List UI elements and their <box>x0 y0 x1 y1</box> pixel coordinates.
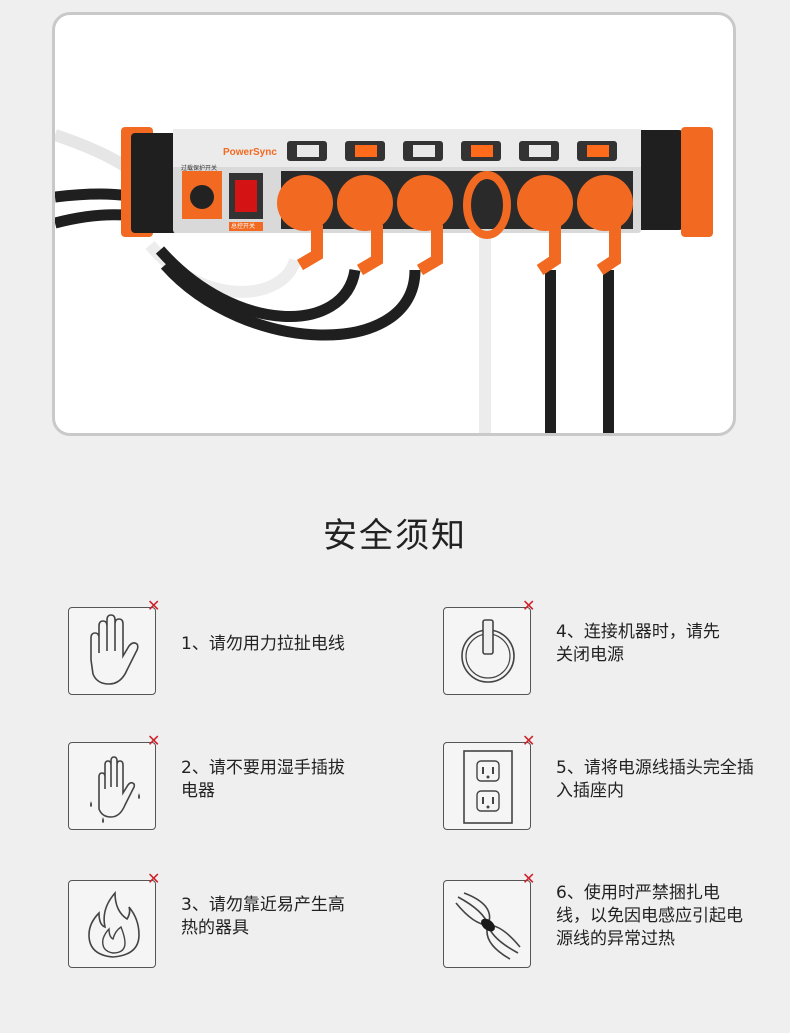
safety-tip-2: ✕ 2、请不要用湿手插拔电器 <box>68 733 408 834</box>
prohibited-mark: ✕ <box>522 731 536 750</box>
prohibited-mark: ✕ <box>522 869 536 888</box>
overload-switch-label: 过载保护开关 <box>181 164 217 172</box>
tip-text: 4、连接机器时，请先关闭电源 <box>556 622 720 665</box>
master-switch-label: 总控开关 <box>231 222 255 230</box>
safety-tip-3: ✕ 3、请勿靠近易产生高热的器具 <box>68 871 408 972</box>
flame-icon <box>68 880 156 968</box>
power-strip-illustration: PowerSync 过载保护开关 总控开关 <box>55 127 713 433</box>
safety-tip-5: ✕ 5、请将电源线插头完全插入插座内 <box>443 733 783 834</box>
prohibited-mark: ✕ <box>147 596 161 615</box>
safety-tip-4: ✕ 4、连接机器时，请先关闭电源 <box>443 598 783 699</box>
tip-text: 6、使用时严禁捆扎电线，以免因电感应引起电源线的异常过热 <box>556 883 743 949</box>
switch-row <box>287 141 617 161</box>
tip-text: 1、请勿用力拉扯电线 <box>181 634 345 654</box>
prohibited-mark: ✕ <box>147 869 161 888</box>
tip-text: 2、请不要用湿手插拔电器 <box>181 758 345 801</box>
outlet-icon <box>443 742 531 830</box>
product-photo: PowerSync 过载保护开关 总控开关 <box>52 12 736 436</box>
brand-label: PowerSync <box>223 147 277 158</box>
safety-tip-1: ✕ 1、请勿用力拉扯电线 <box>68 598 408 699</box>
tip-text: 5、请将电源线插头完全插入插座内 <box>556 758 754 801</box>
prohibited-mark: ✕ <box>147 731 161 750</box>
safety-tip-6: ✕ 6、使用时严禁捆扎电线，以免因电感应引起电源线的异常过热 <box>443 871 783 972</box>
section-title: 安全须知 <box>323 516 467 556</box>
tip-text: 3、请勿靠近易产生高热的器具 <box>181 895 345 938</box>
bundled-cable-icon <box>443 880 531 968</box>
power-icon <box>443 607 531 695</box>
prohibited-mark: ✕ <box>522 596 536 615</box>
hand-icon <box>68 607 156 695</box>
wet-hand-icon <box>68 742 156 830</box>
